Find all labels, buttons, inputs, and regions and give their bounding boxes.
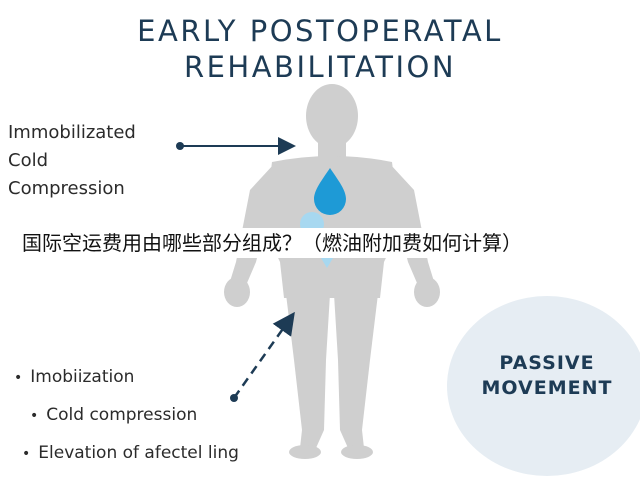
body-right-leg: [334, 294, 378, 448]
overlay-caption: 国际空运费用由哪些部分组成？（燃油附加费如何计算）: [0, 228, 640, 258]
dashed-arrow: [232, 311, 295, 399]
bullet-text: Elevation of afectel ling: [38, 443, 239, 463]
movement-label: MOVEMENT: [481, 377, 613, 399]
body-head: [306, 84, 358, 148]
title-line-2: REHABILITATION: [183, 50, 457, 84]
body-left-arm: [228, 164, 274, 290]
label-cold: Cold: [8, 150, 49, 171]
body-left-hand: [224, 277, 250, 307]
water-droplet-icon: [314, 168, 346, 215]
list-item: • Imobiization: [14, 367, 134, 387]
label-compression: Compression: [8, 178, 125, 199]
body-torso: [264, 156, 400, 298]
bullet-text: Cold compression: [46, 405, 198, 425]
bullet-text: Imobiization: [30, 367, 135, 387]
title-line-1: EARLY POSTOPERATAL: [137, 14, 503, 48]
bullet-dot: •: [14, 370, 23, 386]
bullet-dot: •: [30, 408, 39, 424]
passive-movement-circle: [447, 296, 640, 476]
list-item: • Elevation of afectel ling: [22, 443, 239, 463]
label-immobilizated: Immobilizated: [8, 122, 136, 143]
body-right-arm: [390, 164, 436, 290]
body-right-hand: [414, 277, 440, 307]
body-neck: [318, 140, 346, 160]
body-right-foot: [341, 445, 373, 459]
list-item: • Cold compression: [30, 405, 197, 425]
body-left-leg: [286, 294, 330, 448]
body-silhouette: [224, 84, 440, 459]
passive-label: PASSIVE: [499, 352, 595, 374]
bullet-dot: •: [22, 446, 31, 462]
body-left-foot: [289, 445, 321, 459]
down-arrow-icon: [321, 258, 333, 268]
